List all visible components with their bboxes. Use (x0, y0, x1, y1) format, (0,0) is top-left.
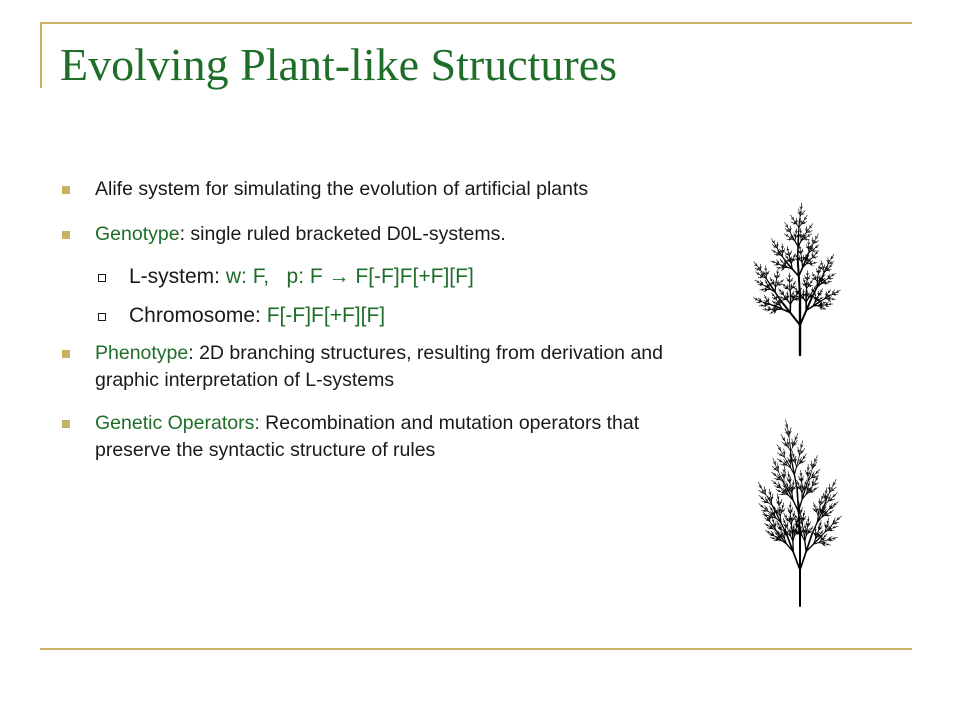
phenotype-text: : 2D branching structures, resulting fro… (95, 342, 663, 391)
square-bullet-icon (62, 350, 70, 358)
bullet-genetic-operators: Genetic Operators: Recombination and mut… (62, 410, 682, 464)
top-rule (40, 22, 912, 24)
slide-title: Evolving Plant-like Structures (60, 39, 618, 90)
bullet-text: Alife system for simulating the evolutio… (95, 178, 589, 200)
phenotype-label: Phenotype (95, 342, 189, 364)
square-bullet-icon (62, 420, 70, 428)
chromosome-value: F[-F]F[+F][F] (266, 304, 386, 327)
hollow-square-bullet-icon (98, 274, 106, 282)
plant-bottom-icon (758, 419, 842, 607)
lsystem-label: L-system: (129, 265, 226, 288)
bullet-phenotype: Phenotype: 2D branching structures, resu… (62, 340, 682, 394)
square-bullet-icon (62, 186, 70, 194)
chromosome-label: Chromosome: (129, 304, 267, 327)
genotype-text: : single ruled bracketed D0L-systems. (179, 223, 506, 245)
bottom-rule (40, 648, 912, 650)
genotype-label: Genotype (95, 223, 180, 245)
bullet-genotype: Genotype: single ruled bracketed D0L-sys… (62, 221, 682, 248)
lsystem-rule: w: F, p: F → F[-F]F[+F][F] (225, 265, 474, 288)
plant-top-icon (753, 202, 841, 357)
sub-bullet-chromosome: Chromosome: F[-F]F[+F][F] (62, 301, 682, 331)
square-bullet-icon (62, 231, 70, 239)
bullet-alife: Alife system for simulating the evolutio… (62, 176, 682, 203)
genetic-operators-label: Genetic Operators: (95, 412, 260, 434)
hollow-square-bullet-icon (98, 313, 106, 321)
sub-bullet-lsystem: L-system: w: F, p: F → F[-F]F[+F][F] (62, 262, 682, 292)
bullet-list: Alife system for simulating the evolutio… (62, 176, 682, 464)
genetic-operators-text: Recombination and mutation operators tha… (95, 412, 640, 461)
left-rule (40, 22, 42, 88)
